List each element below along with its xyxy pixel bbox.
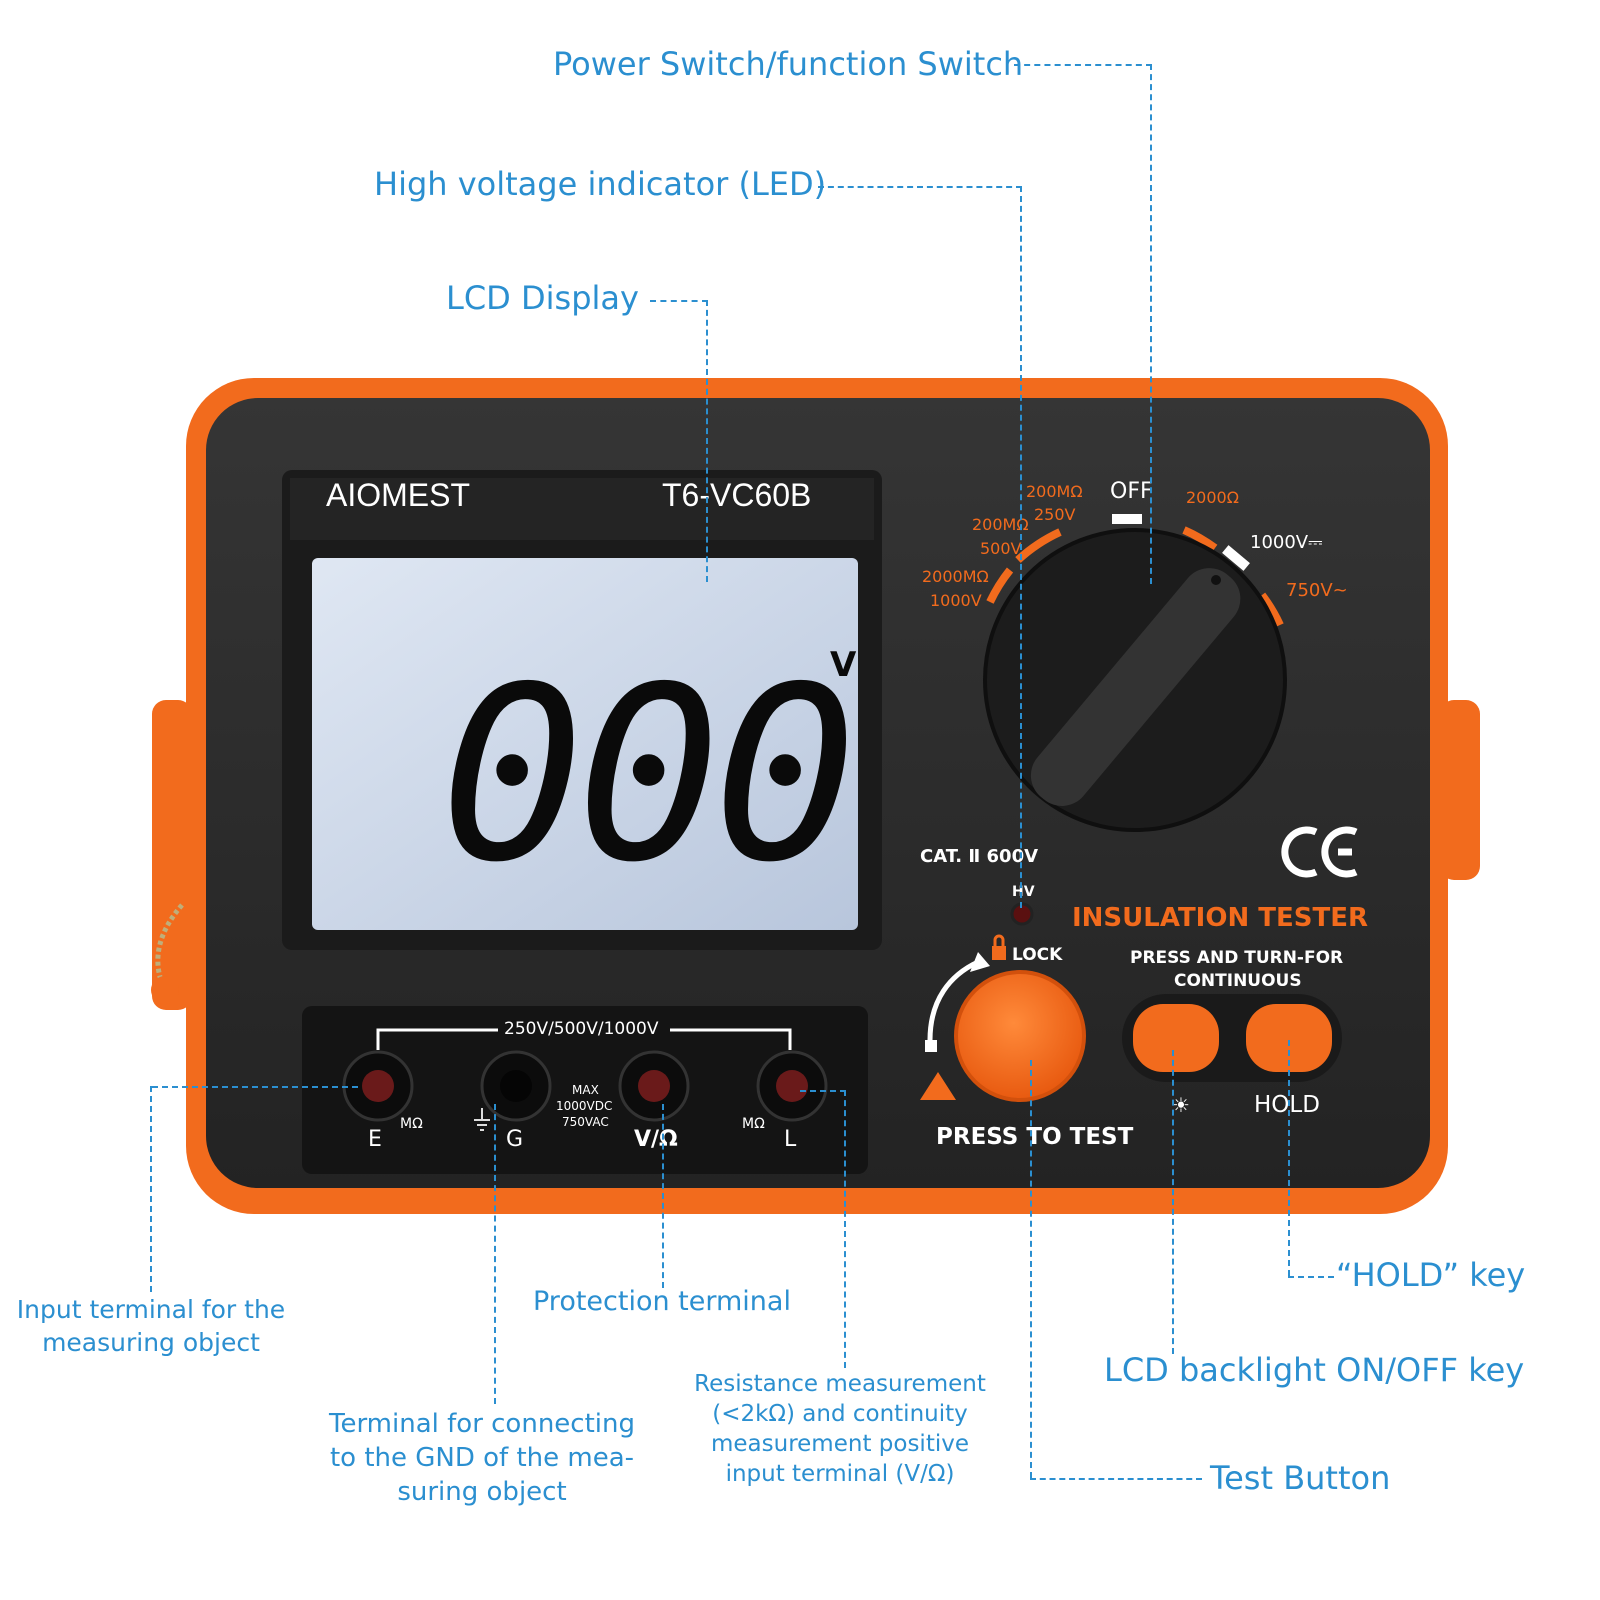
chain (155, 903, 184, 992)
leader-backlight-v (1172, 1050, 1174, 1354)
leader-protection-v (662, 1104, 664, 1288)
backlight-button[interactable] (1133, 1004, 1219, 1072)
ce-mark-icon (1281, 826, 1358, 878)
leader-input-v (150, 1086, 152, 1292)
callout-hv-indicator: High voltage indicator (LED) (374, 165, 827, 203)
terminal-jacks[interactable] (342, 1050, 828, 1122)
dial-off: OFF (1110, 479, 1153, 504)
terminal-panel (302, 1006, 868, 1174)
hold-label: HOLD (1254, 1092, 1320, 1118)
callout-gnd-line1: Terminal for connecting (328, 1409, 635, 1439)
leader-hv-v (1020, 186, 1022, 908)
callout-backlight-key: LCD backlight ON/OFF key (1104, 1351, 1525, 1389)
callout-resistance-terminal: Resistance measurement (<2kΩ) and contin… (682, 1370, 998, 1490)
press-turn-line1: PRESS AND TURN-FOR (1130, 948, 1343, 968)
leader-lcd-v (706, 300, 708, 582)
leader-test-v (1030, 1060, 1032, 1478)
callout-hold-key: “HOLD” key (1336, 1256, 1526, 1294)
product-name: INSULATION TESTER (1072, 903, 1368, 933)
terminal-range: 250V/500V/1000V (504, 1019, 659, 1039)
leader-lcd-h (650, 300, 708, 302)
terminal-e-unit: MΩ (400, 1116, 423, 1132)
leader-hold-v (1288, 1040, 1290, 1276)
callout-res-line4: input terminal (V/Ω) (725, 1460, 955, 1487)
leader-hv-h (818, 186, 1022, 188)
callout-gnd-line2: to the GND of the mea- (329, 1442, 635, 1473)
callout-test-button: Test Button (1210, 1459, 1391, 1497)
lock-icon (992, 946, 1006, 960)
callout-res-line1: Resistance measurement (694, 1371, 986, 1397)
hv-led (1010, 902, 1034, 926)
dial-200m-500-a: 200MΩ (972, 515, 1029, 534)
max-line3: 750VAC (562, 1115, 609, 1129)
dial-2000m-1000-a: 2000MΩ (922, 567, 989, 586)
callout-gnd-terminal: Terminal for connecting to the GND of th… (324, 1408, 640, 1509)
callout-input-terminal: Input terminal for the measuring object (10, 1294, 292, 1359)
terminal-g: G (506, 1127, 523, 1152)
dial-750v-ac: 750V~ (1286, 580, 1348, 601)
lcd-unit: V (830, 645, 857, 685)
callout-gnd-line3: suring object (397, 1476, 567, 1507)
terminal-l-unit: MΩ (742, 1116, 765, 1132)
leader-res-h (800, 1090, 846, 1092)
dial-200m-250-b: 250V (1034, 505, 1076, 524)
callout-power-switch: Power Switch/function Switch (553, 45, 1024, 83)
dial-2000-ohm: 2000Ω (1186, 488, 1239, 507)
callout-input-line1: Input terminal for the (16, 1295, 286, 1324)
terminal-e: E (368, 1127, 382, 1152)
model-label: T6-VC60B (662, 477, 811, 513)
press-turn-line2: CONTINUOUS (1174, 971, 1302, 991)
leader-test-h (1030, 1478, 1202, 1480)
press-to-test-button[interactable] (954, 970, 1086, 1102)
leader-res-v (844, 1090, 846, 1368)
max-line2: 1000VDC (556, 1099, 612, 1113)
callout-res-line2: (<2kΩ) and continuity (712, 1400, 968, 1427)
left-handle (152, 700, 192, 1010)
dial-pointer[interactable] (1019, 557, 1251, 818)
terminal-l: L (784, 1127, 797, 1152)
hold-button[interactable] (1246, 1004, 1332, 1072)
leader-hold-h (1288, 1276, 1334, 1278)
leader-power-h (1014, 64, 1152, 66)
press-to-test-label: PRESS TO TEST (936, 1124, 1134, 1150)
rotate-arrow (927, 959, 980, 1041)
leader-input-h (152, 1086, 358, 1088)
callout-lcd-display: LCD Display (446, 279, 639, 317)
lcd-reading: 000 (440, 635, 849, 915)
max-line1: MAX (572, 1083, 599, 1097)
lcd-screen (312, 558, 858, 930)
right-handle (1440, 700, 1480, 880)
callout-res-line3: measurement positive (711, 1430, 969, 1457)
callout-input-line2: measuring object (42, 1327, 260, 1357)
terminal-v: V/Ω (634, 1127, 678, 1152)
dial-ticks (986, 526, 1284, 627)
dial-200m-250-a: 200MΩ (1026, 482, 1083, 501)
dial-1000v-dc: 1000V⎓ (1250, 532, 1323, 553)
ground-symbol-icon (474, 1108, 490, 1131)
cat-rating: CAT. Ⅱ 600V (920, 846, 1038, 867)
hv-label: HV (1012, 884, 1035, 900)
dial-2000m-1000-b: 1000V (930, 591, 982, 610)
lock-label: LOCK (1012, 945, 1063, 965)
backlight-symbol-icon: ☀ (1172, 1093, 1190, 1117)
leader-power-v (1150, 64, 1152, 584)
brand-label: AIOMEST (326, 477, 470, 513)
callout-protection-terminal: Protection terminal (533, 1286, 791, 1317)
leader-gnd-v (494, 1104, 496, 1404)
dial-200m-500-b: 500V (980, 539, 1022, 558)
